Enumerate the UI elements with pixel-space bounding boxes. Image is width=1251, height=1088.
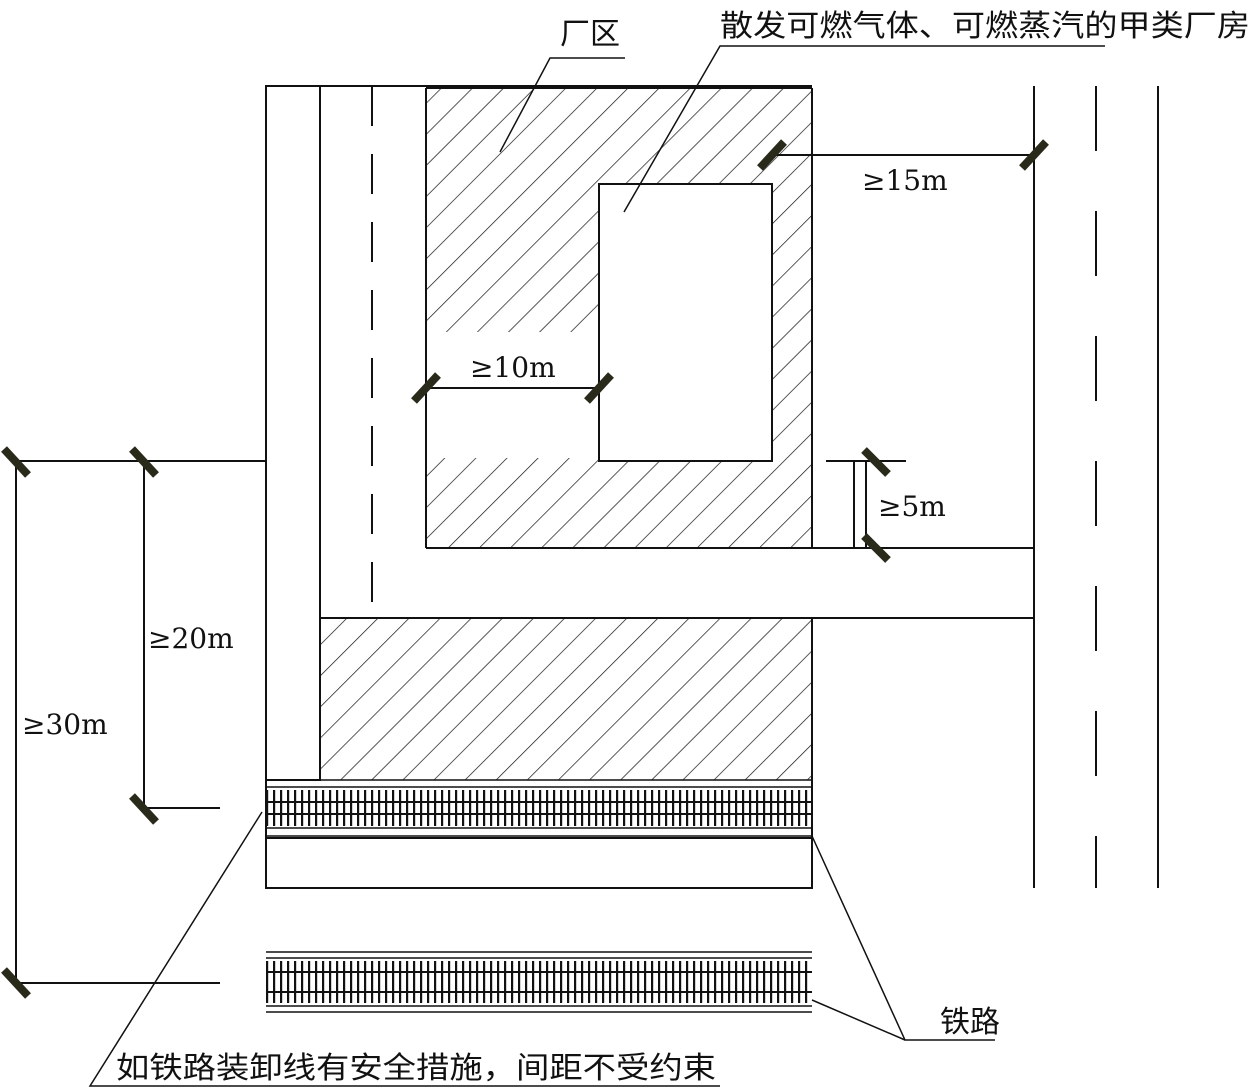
label-dim-5m: ≥5m: [878, 490, 946, 523]
label-dim-20m: ≥20m: [148, 622, 234, 655]
plant-bottom-block: [265, 837, 813, 889]
label-plant-area: 厂区: [560, 17, 620, 52]
label-class-a-workshop: 散发可燃气体、可燃蒸汽的甲类厂房: [720, 9, 1250, 44]
plant-lower-block: [320, 618, 812, 780]
label-dim-10m: ≥10m: [470, 351, 556, 384]
label-railway: 铁路: [940, 1005, 1000, 1040]
railway-inside-plant: [266, 779, 812, 837]
plant-upper-block: [426, 88, 812, 548]
external-road: [812, 86, 1159, 888]
class-a-workshop: [598, 183, 773, 462]
dim-30m: [1, 446, 220, 999]
railway-outside: [266, 951, 812, 1013]
label-dim-15m: ≥15m: [862, 164, 948, 197]
dim-15m: [757, 139, 1049, 171]
leader-lines: [88, 45, 1105, 1087]
dim-10m: [411, 372, 614, 404]
label-dim-30m: ≥30m: [22, 708, 108, 741]
dim-5m: [826, 447, 906, 563]
dim-20m: [14, 446, 266, 825]
label-safety-note: 如铁路装卸线有安全措施，间距不受约束: [116, 1051, 716, 1086]
plant-left-strip: [265, 85, 321, 781]
